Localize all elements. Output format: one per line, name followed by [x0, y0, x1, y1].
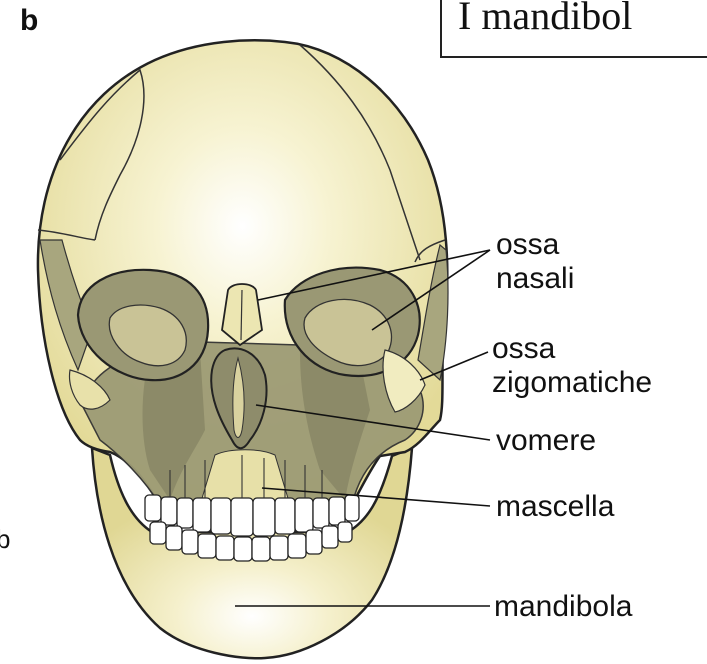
label-vomere: vomere — [496, 424, 596, 458]
label-ossa-zigomatiche: ossa zigomatiche — [492, 332, 652, 400]
label-ossa-zigomatiche-line1: ossa — [492, 332, 652, 366]
stray-letter: b — [0, 524, 10, 555]
caption-text: I mandibol — [458, 0, 632, 39]
panel-letter: b — [20, 4, 38, 38]
label-ossa-nasali-line2: nasali — [496, 262, 574, 296]
label-mascella: mascella — [496, 490, 614, 524]
caption-box: I mandibol — [440, 0, 707, 58]
label-ossa-zigomatiche-line2: zigomatiche — [492, 366, 652, 400]
label-ossa-nasali-line1: ossa — [496, 228, 574, 262]
label-ossa-nasali: ossa nasali — [496, 228, 574, 296]
label-mandibola: mandibola — [494, 590, 632, 624]
